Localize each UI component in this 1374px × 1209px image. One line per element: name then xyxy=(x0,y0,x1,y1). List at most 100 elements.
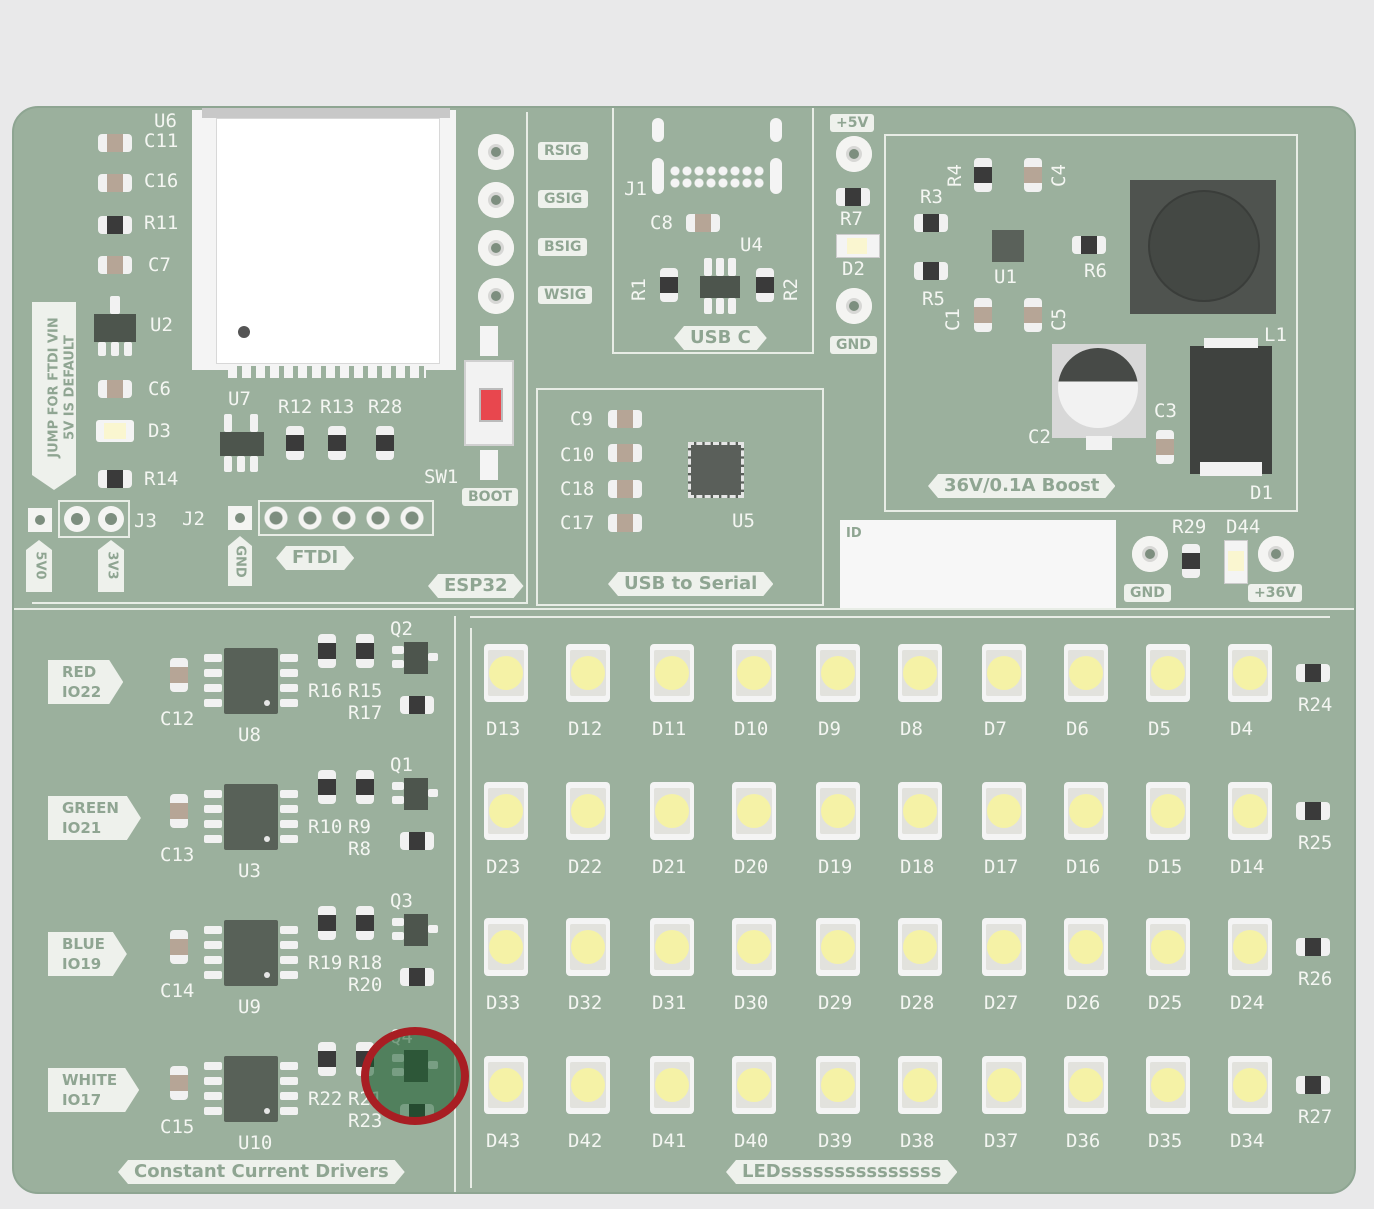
ref-r3: R3 xyxy=(920,186,943,208)
usb-c-shell-left xyxy=(652,158,664,194)
ref-led: D40 xyxy=(734,1130,769,1152)
ref-row-resistor: R27 xyxy=(1298,1106,1333,1128)
boot-button[interactable] xyxy=(464,360,514,446)
ic-pin xyxy=(204,835,222,843)
cap-c7 xyxy=(98,256,132,274)
ref-led: D10 xyxy=(734,718,769,740)
ic-u5 xyxy=(688,442,744,498)
ic-u4-pin xyxy=(716,258,724,276)
ic-u4-pin xyxy=(728,258,736,276)
led-d17 xyxy=(982,782,1026,840)
ic-pin xyxy=(204,1077,222,1085)
led-d12 xyxy=(566,644,610,702)
ref-led: D34 xyxy=(1230,1130,1265,1152)
ref-r13: R13 xyxy=(320,396,355,418)
res-sense-2 xyxy=(400,968,434,986)
transistor-pin xyxy=(392,782,404,790)
led-d4 xyxy=(1228,644,1272,702)
ref-c14: C14 xyxy=(160,980,195,1002)
ref-r18: R18 xyxy=(348,952,383,974)
ic-pin xyxy=(280,820,298,828)
label-bsig: BSIG xyxy=(538,238,588,256)
ref-q3: Q3 xyxy=(390,890,413,912)
ic-u7-pin xyxy=(237,456,245,472)
inductor-l1 xyxy=(1130,180,1276,314)
ic-pin xyxy=(280,941,298,949)
ref-led: D27 xyxy=(984,992,1019,1014)
ref-sw1: SW1 xyxy=(424,466,459,488)
esp32-section-outline xyxy=(32,112,528,604)
ic-u4 xyxy=(700,276,740,298)
ref-led: D7 xyxy=(984,718,1007,740)
ic-pin xyxy=(280,669,298,677)
ref-led: D16 xyxy=(1066,856,1101,878)
ref-led: D42 xyxy=(568,1130,603,1152)
res-r15 xyxy=(356,634,374,668)
res-r10 xyxy=(318,770,336,804)
label-5v0: 5V0 xyxy=(26,540,52,592)
ref-r5: R5 xyxy=(922,288,945,310)
ref-led: D9 xyxy=(818,718,841,740)
ref-c6: C6 xyxy=(148,378,171,400)
ref-led: D20 xyxy=(734,856,769,878)
ref-led: D26 xyxy=(1066,992,1101,1014)
transistor-pin xyxy=(428,925,438,933)
ref-d2: D2 xyxy=(842,258,865,280)
ref-led: D32 xyxy=(568,992,603,1014)
res-r11 xyxy=(98,216,132,234)
transistor-pin xyxy=(392,932,404,940)
j3-pad-2 xyxy=(98,506,124,532)
ref-c7: C7 xyxy=(148,254,171,276)
pin1-dot xyxy=(264,700,270,706)
ref-r6: R6 xyxy=(1084,260,1107,282)
cap-c1 xyxy=(974,298,992,332)
ic-pin xyxy=(280,790,298,798)
ref-led: D14 xyxy=(1230,856,1265,878)
led-d40 xyxy=(732,1056,776,1114)
ic-u4-pin xyxy=(716,298,724,314)
led-d20 xyxy=(732,782,776,840)
ftdi-pins xyxy=(264,506,428,530)
pad-plus-5v xyxy=(836,136,872,172)
esp32-label: ESP32 xyxy=(428,574,524,598)
ref-led: D38 xyxy=(900,1130,935,1152)
led-d25 xyxy=(1146,918,1190,976)
led-d36 xyxy=(1064,1056,1108,1114)
led-d13 xyxy=(484,644,528,702)
ref-r28: R28 xyxy=(368,396,403,418)
res-r2 xyxy=(756,268,774,302)
esp32-pins-bottom xyxy=(228,366,426,378)
label-rsig: RSIG xyxy=(538,142,588,160)
res-r9 xyxy=(356,770,374,804)
ic-u7-pin xyxy=(224,456,232,472)
res-r18 xyxy=(356,906,374,940)
ref-c13: C13 xyxy=(160,844,195,866)
res-r4 xyxy=(974,158,992,192)
ref-r10: R10 xyxy=(308,816,343,838)
ref-led: D33 xyxy=(486,992,521,1014)
ic-u4-pin xyxy=(704,298,712,314)
jumper-note-line1: JUMP FOR FTDI VIN xyxy=(46,317,62,458)
ref-led: D37 xyxy=(984,1130,1019,1152)
res-r14 xyxy=(98,470,132,488)
ic-pin xyxy=(204,1092,222,1100)
ref-led: D4 xyxy=(1230,718,1253,740)
esp32-pin1-dot xyxy=(238,326,250,338)
ic-u2-pin xyxy=(98,342,106,356)
boot-button-actuator[interactable] xyxy=(479,388,503,422)
ref-row-resistor: R24 xyxy=(1298,694,1333,716)
signal-pad-bsig xyxy=(478,230,514,266)
channel-color: RED xyxy=(62,663,97,681)
led-d19 xyxy=(816,782,860,840)
ref-c17: C17 xyxy=(560,512,595,534)
j3-pad-1 xyxy=(64,506,90,532)
label-gnd-ftdi: GND xyxy=(228,536,252,586)
res-r5 xyxy=(914,262,948,280)
ref-led: D35 xyxy=(1148,1130,1183,1152)
ic-pin xyxy=(280,835,298,843)
j3-outline xyxy=(58,500,130,538)
ic-pin xyxy=(280,1107,298,1115)
cap-c4 xyxy=(1024,158,1042,192)
ref-c2: C2 xyxy=(1028,426,1051,448)
res-r13 xyxy=(328,426,346,460)
